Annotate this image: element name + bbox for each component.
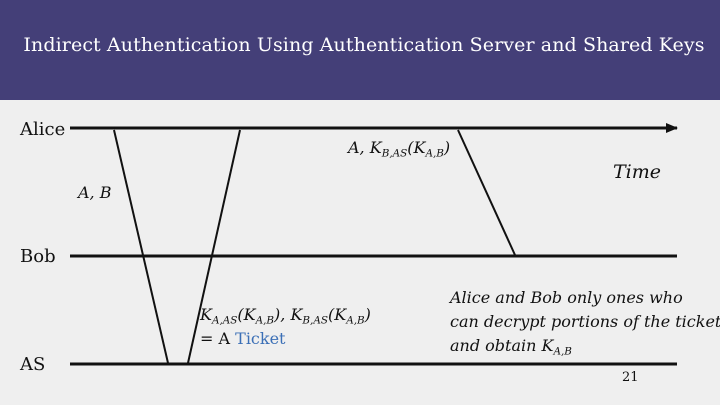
note-line-2: can decrypt portions of the ticket [450,312,720,331]
page-number: 21 [622,370,639,385]
note-line-3-sub: A,B [553,345,572,358]
explanation-note: Alice and Bob only ones who can decrypt … [450,286,720,358]
m2-mid: ), K [274,305,303,324]
message-3-label: A, KB,AS(KA,B) [348,138,451,160]
bob-label: Bob [20,246,56,267]
alice-label: Alice [20,119,66,140]
note-line-1: Alice and Bob only ones who [450,288,683,307]
ticket-line: = A Ticket [200,329,285,348]
title-banner: Indirect Authentication Using Authentica… [0,0,720,100]
m2-sub-1: A,AS [211,314,238,327]
note-line-3: and obtain KA,B [450,334,720,358]
m2-prefix: K [200,305,212,324]
message-2-label: KA,AS(KA,B), KB,AS(KA,B) [200,305,371,327]
note-line-3-prefix: and obtain K [450,336,554,355]
message-as-to-alice [187,129,241,364]
message-alice-to-bob [457,129,516,256]
m2-sub-3: B,AS [302,314,328,327]
m3-sub-2: A,B [425,147,444,160]
m3-sub-1: B,AS [381,147,408,160]
slide-title: Indirect Authentication Using Authentica… [23,34,705,56]
ticket-line-prefix: = A [200,329,236,348]
time-label: Time [613,161,662,183]
m2-sub-4: A,B [346,314,365,327]
m3-open: (K [407,138,426,157]
m3-close: ) [443,138,451,157]
message-alice-to-as [113,129,169,364]
m2-sub-2: A,B [255,314,275,327]
m2-close: ) [364,305,371,324]
m2-open: (K [237,305,256,324]
m2-open-2: (K [327,305,347,324]
m3-prefix: A, K [348,138,382,157]
as-label: AS [20,354,46,375]
message-1-label: A, B [78,183,112,202]
ticket-word: Ticket [235,329,286,348]
